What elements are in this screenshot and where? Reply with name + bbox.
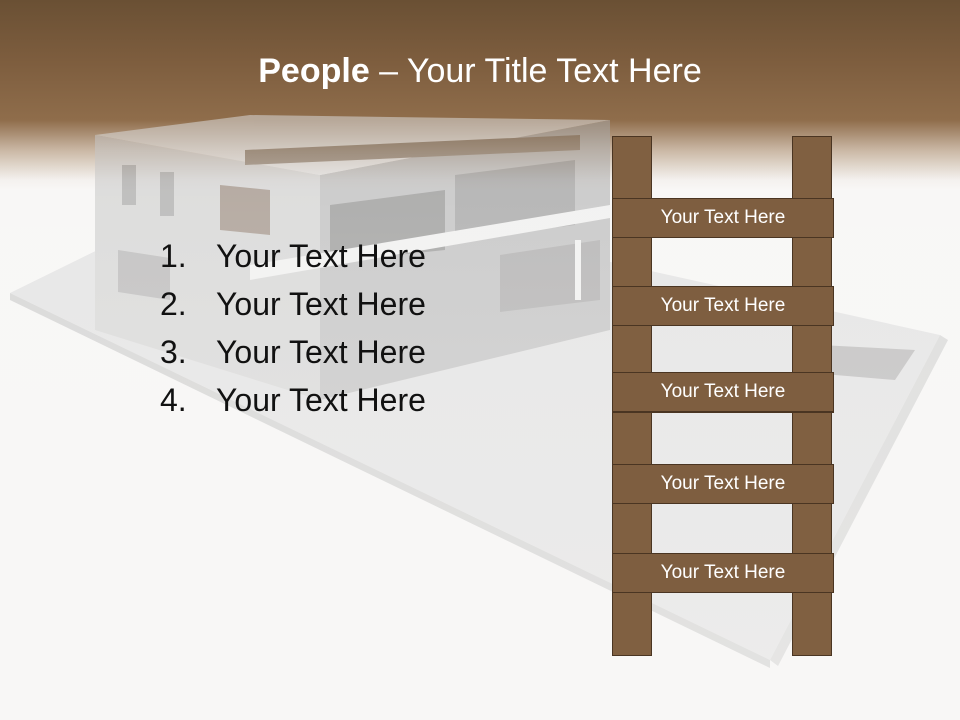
title-bold: People bbox=[258, 52, 370, 90]
ladder-rung-5: Your Text Here bbox=[612, 553, 834, 593]
list-number: 2. bbox=[160, 286, 187, 322]
ladder-rung-3: Your Text Here bbox=[612, 372, 834, 412]
list-item-text: Your Text Here bbox=[216, 334, 426, 370]
list-item: 4. Your Text Here bbox=[160, 376, 426, 424]
ladder-rung-4: Your Text Here bbox=[612, 464, 834, 504]
list-item-text: Your Text Here bbox=[216, 382, 426, 418]
list-item-text: Your Text Here bbox=[216, 286, 426, 322]
list-number: 3. bbox=[160, 334, 187, 370]
list-number: 4. bbox=[160, 382, 187, 418]
list-item: 2. Your Text Here bbox=[160, 280, 426, 328]
slide-title: People – Your Title Text Here bbox=[0, 52, 960, 91]
ladder-rung-1: Your Text Here bbox=[612, 198, 834, 238]
list-item: 1. Your Text Here bbox=[160, 232, 426, 280]
numbered-list: 1. Your Text Here 2. Your Text Here 3. Your… bbox=[160, 232, 426, 424]
title-rest: – Your Title Text Here bbox=[369, 52, 702, 90]
list-number: 1. bbox=[160, 238, 187, 274]
list-item: 3. Your Text Here bbox=[160, 328, 426, 376]
list-item-text: Your Text Here bbox=[216, 238, 426, 274]
ladder-rung-2: Your Text Here bbox=[612, 286, 834, 326]
